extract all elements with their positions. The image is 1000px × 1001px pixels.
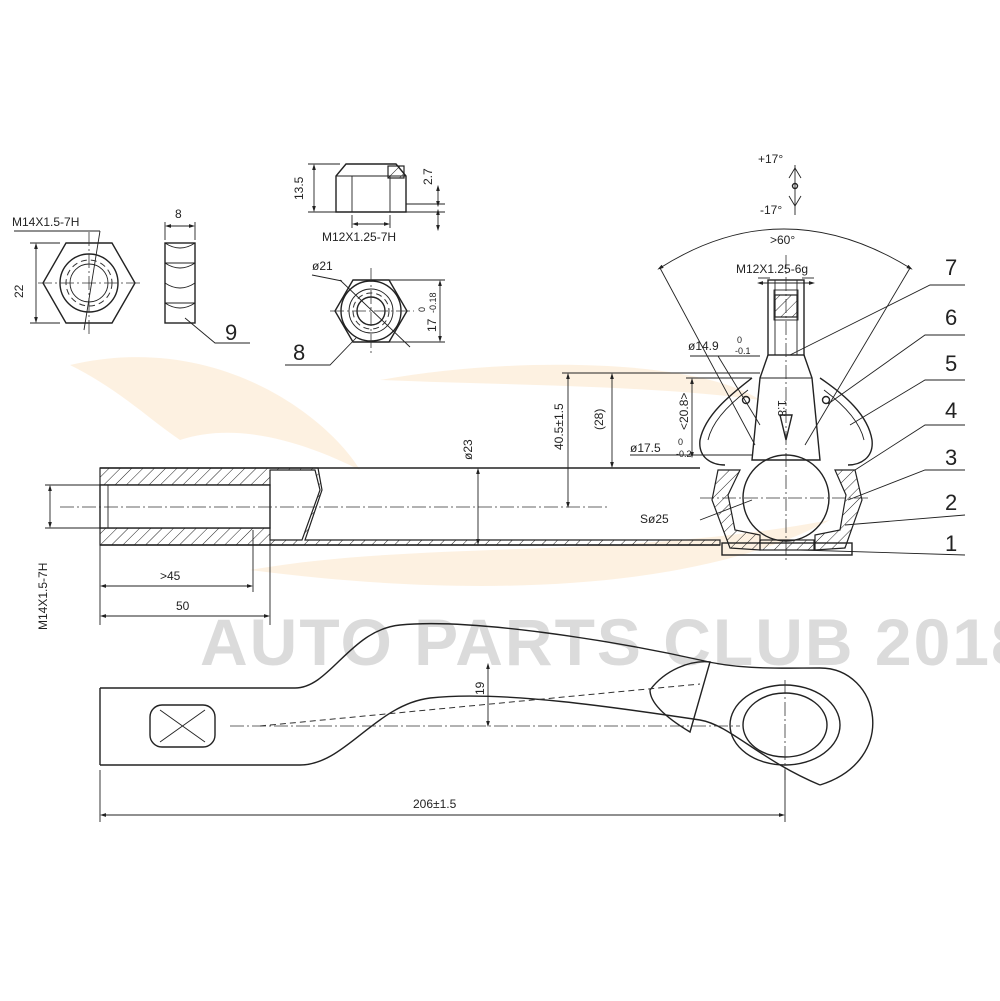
nut-9-thickness-label: 8: [175, 207, 182, 221]
watermark-swoosh-icon: [70, 357, 360, 470]
stud-height-ref-label: (28): [592, 409, 606, 430]
swing-lower-label: -17°: [760, 203, 782, 217]
part-number-9: 9: [225, 320, 237, 345]
watermark-text: AUTO PARTS CLUB 2018: [200, 605, 1000, 679]
nut-8-side-view: 13.5 2.7 M12X1.25-7H: [292, 163, 445, 244]
swing-angle-indicator: +17° -17°: [758, 152, 802, 217]
part-number-3: 3: [945, 445, 957, 470]
cone-angle-dimension: >60°: [657, 228, 913, 446]
cone-angle-label: >60°: [770, 233, 795, 247]
part-number-5: 5: [945, 351, 957, 376]
taper-small-label: ø14.9: [688, 339, 719, 353]
rod-section-view: M14X1.5-7H >45 50 ø23: [36, 439, 721, 630]
taper-small-tol-upper: 0: [737, 335, 742, 345]
part-number-1: 1: [945, 531, 957, 556]
taper-large-tol-upper: 0: [678, 437, 683, 447]
nut-8-thread-label: M12X1.25-7H: [322, 230, 396, 244]
rod-offset-label: 19: [473, 681, 487, 695]
nut-9-width-label: 22: [12, 284, 26, 298]
taper-ratio-label: 1:8: [775, 400, 789, 417]
rod-plan-view: 19 206±1.5: [99, 622, 874, 822]
taper-large-tol-lower: -0.2: [676, 449, 692, 459]
part-number-6: 6: [945, 305, 957, 330]
rod-bore-depth-label: 50: [176, 599, 190, 613]
watermark-swoosh-icon: [250, 520, 830, 586]
rod-thread-depth-label: >45: [160, 569, 181, 583]
taper-large-label: ø17.5: [630, 441, 661, 455]
stud-thread-label: M12X1.25-6g: [736, 262, 808, 276]
stud-height-label: 40.5±1.5: [552, 403, 566, 450]
nut-9-side-view: 8 9: [164, 207, 250, 345]
part-number-8: 8: [293, 340, 305, 365]
part-callouts: 7 6 5 4 3 2 1: [789, 255, 966, 556]
nut-8-height-label: 13.5: [292, 176, 306, 200]
rod-thread-label: M14X1.5-7H: [36, 563, 50, 630]
nut-8-diameter-label: ø21: [312, 259, 333, 273]
part-number-2: 2: [945, 490, 957, 515]
nut-8-front-view: ø21 17 0 -0.18 8: [285, 259, 445, 366]
nut-9-front-view: M14X1.5-7H 22: [12, 215, 142, 334]
ball-stud-assembly: M12X1.25-6g 1:8 ø14.9 0 -0.1 ø17.5 0 -0.…: [552, 255, 873, 560]
ball-diameter-label: Sø25: [640, 512, 669, 526]
taper-small-tol-lower: -0.1: [735, 346, 751, 356]
nut-8-tol-upper: 0: [417, 307, 427, 312]
rod-overall-length-label: 206±1.5: [413, 797, 457, 811]
nut-9-thread-label: M14X1.5-7H: [12, 215, 79, 229]
stud-length-ref-label: <20.8>: [677, 393, 691, 430]
nut-8-collar-label: 2.7: [421, 168, 435, 185]
part-number-7: 7: [945, 255, 957, 280]
nut-8-tol-lower: -0.18: [428, 292, 438, 313]
swing-upper-label: +17°: [758, 152, 783, 166]
nut-8-across-flats-label: 17: [425, 318, 439, 332]
rod-diameter-label: ø23: [461, 439, 475, 460]
watermark-swoosh-icon: [380, 364, 760, 400]
part-number-4: 4: [945, 398, 957, 423]
